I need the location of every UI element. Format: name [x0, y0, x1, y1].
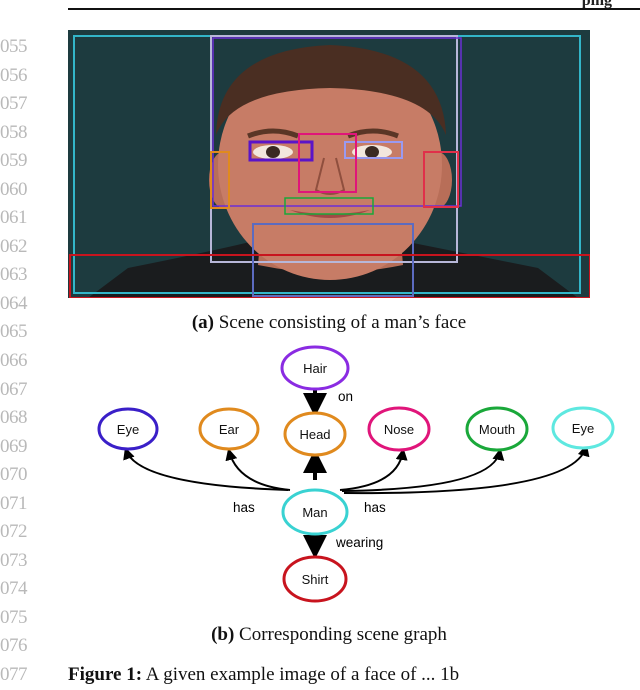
header-rule — [68, 8, 640, 10]
right-ear-box — [423, 151, 459, 208]
figure-caption-tag: Figure 1: — [68, 664, 143, 685]
node-nose — [367, 406, 431, 452]
line-number: 060 — [0, 178, 28, 200]
node-ear — [198, 407, 260, 451]
scene-graph: on has has wearing Hair Eye Ear Head Nos… — [68, 345, 640, 607]
node-mouth-label: Mouth — [479, 422, 515, 437]
node-nose-label: Nose — [384, 422, 414, 437]
subfigure-a-tag: (a) — [191, 312, 214, 333]
node-labels: Hair Eye Ear Head Nose Mouth Eye Man Shi… — [117, 361, 594, 587]
running-header: ping — [581, 0, 612, 9]
hair-box — [212, 37, 462, 207]
edge-man-ear — [225, 448, 291, 491]
line-number: 075 — [0, 606, 28, 628]
edge-label-wearing: wearing — [335, 535, 383, 550]
edge-man-eye-right — [343, 444, 590, 495]
left-eyebrow-shape — [247, 128, 299, 139]
node-mouth — [465, 406, 529, 452]
graph-edges — [123, 388, 590, 559]
subfigure-b-text: Corresponding scene graph — [239, 624, 447, 645]
face-photo — [68, 30, 590, 298]
node-eye-left — [97, 407, 159, 451]
left-eye-box — [248, 140, 314, 162]
node-man-label: Man — [302, 505, 327, 520]
line-number: 076 — [0, 635, 28, 657]
node-shirt-label: Shirt — [302, 572, 329, 587]
shirt-collar-box — [252, 223, 414, 297]
line-number: 058 — [0, 121, 28, 143]
line-number: 067 — [0, 378, 28, 400]
node-eye-right-label: Eye — [572, 421, 594, 436]
mouth-box — [284, 197, 374, 215]
line-number: 069 — [0, 435, 28, 457]
line-number: 066 — [0, 350, 28, 372]
face-photo-drawing — [68, 30, 590, 298]
nose-box — [298, 133, 357, 193]
line-number: 057 — [0, 93, 28, 115]
node-eye-right — [551, 406, 615, 450]
line-number: 059 — [0, 150, 28, 172]
node-hair-label: Hair — [303, 361, 328, 376]
line-number: 056 — [0, 64, 28, 86]
edge-label-on: on — [338, 389, 353, 404]
line-number: 062 — [0, 235, 28, 257]
line-number: 073 — [0, 549, 28, 571]
subfigure-a-caption: (a) Scene consisting of a man’s face — [68, 312, 590, 334]
head-box — [210, 35, 458, 263]
line-number: 055 — [0, 36, 28, 57]
edge-man-nose — [339, 448, 408, 491]
figure-caption: Figure 1: A given example image of a fac… — [68, 664, 640, 686]
line-number: 063 — [0, 264, 28, 286]
edge-label-has-left: has — [233, 500, 255, 515]
right-eye-box — [344, 141, 403, 159]
figure-caption-text: A given example image of a face of ... 1… — [145, 664, 460, 685]
node-shirt — [282, 555, 348, 603]
line-number: 072 — [0, 521, 28, 543]
edge-man-eye-left — [123, 447, 289, 491]
line-number: 064 — [0, 292, 28, 314]
nose-shape — [314, 157, 346, 195]
line-number: 070 — [0, 464, 28, 486]
line-number: 068 — [0, 407, 28, 429]
left-iris-shape — [266, 146, 280, 158]
bounding-boxes — [69, 35, 590, 298]
left-ear-box — [210, 151, 230, 209]
line-numbers: 055 056 057 058 059 060 061 062 063 064 … — [0, 33, 40, 690]
line-number: 077 — [0, 664, 28, 686]
line-number: 065 — [0, 321, 28, 343]
line-number: 074 — [0, 578, 28, 600]
subfigure-b-caption: (b) Corresponding scene graph — [68, 624, 590, 646]
subfigure-b-tag: (b) — [211, 624, 235, 645]
node-man — [281, 488, 349, 536]
node-head-label: Head — [299, 427, 330, 442]
right-iris-shape — [365, 146, 379, 158]
node-head — [283, 411, 347, 457]
node-ear-label: Ear — [219, 422, 240, 437]
graph-nodes — [97, 345, 615, 603]
edge-man-mouth — [341, 448, 505, 492]
node-eye-left-label: Eye — [117, 422, 139, 437]
subfigure-a-text: Scene consisting of a man’s face — [218, 312, 467, 333]
scene-graph-drawing: on has has wearing Hair Eye Ear Head Nos… — [97, 345, 615, 603]
line-number: 071 — [0, 492, 28, 514]
node-hair — [280, 345, 350, 391]
shirt-box — [69, 254, 590, 298]
hair-shape — [216, 45, 446, 135]
edge-label-has-right: has — [364, 500, 386, 515]
head-shape — [218, 50, 442, 280]
line-number: 061 — [0, 207, 28, 229]
